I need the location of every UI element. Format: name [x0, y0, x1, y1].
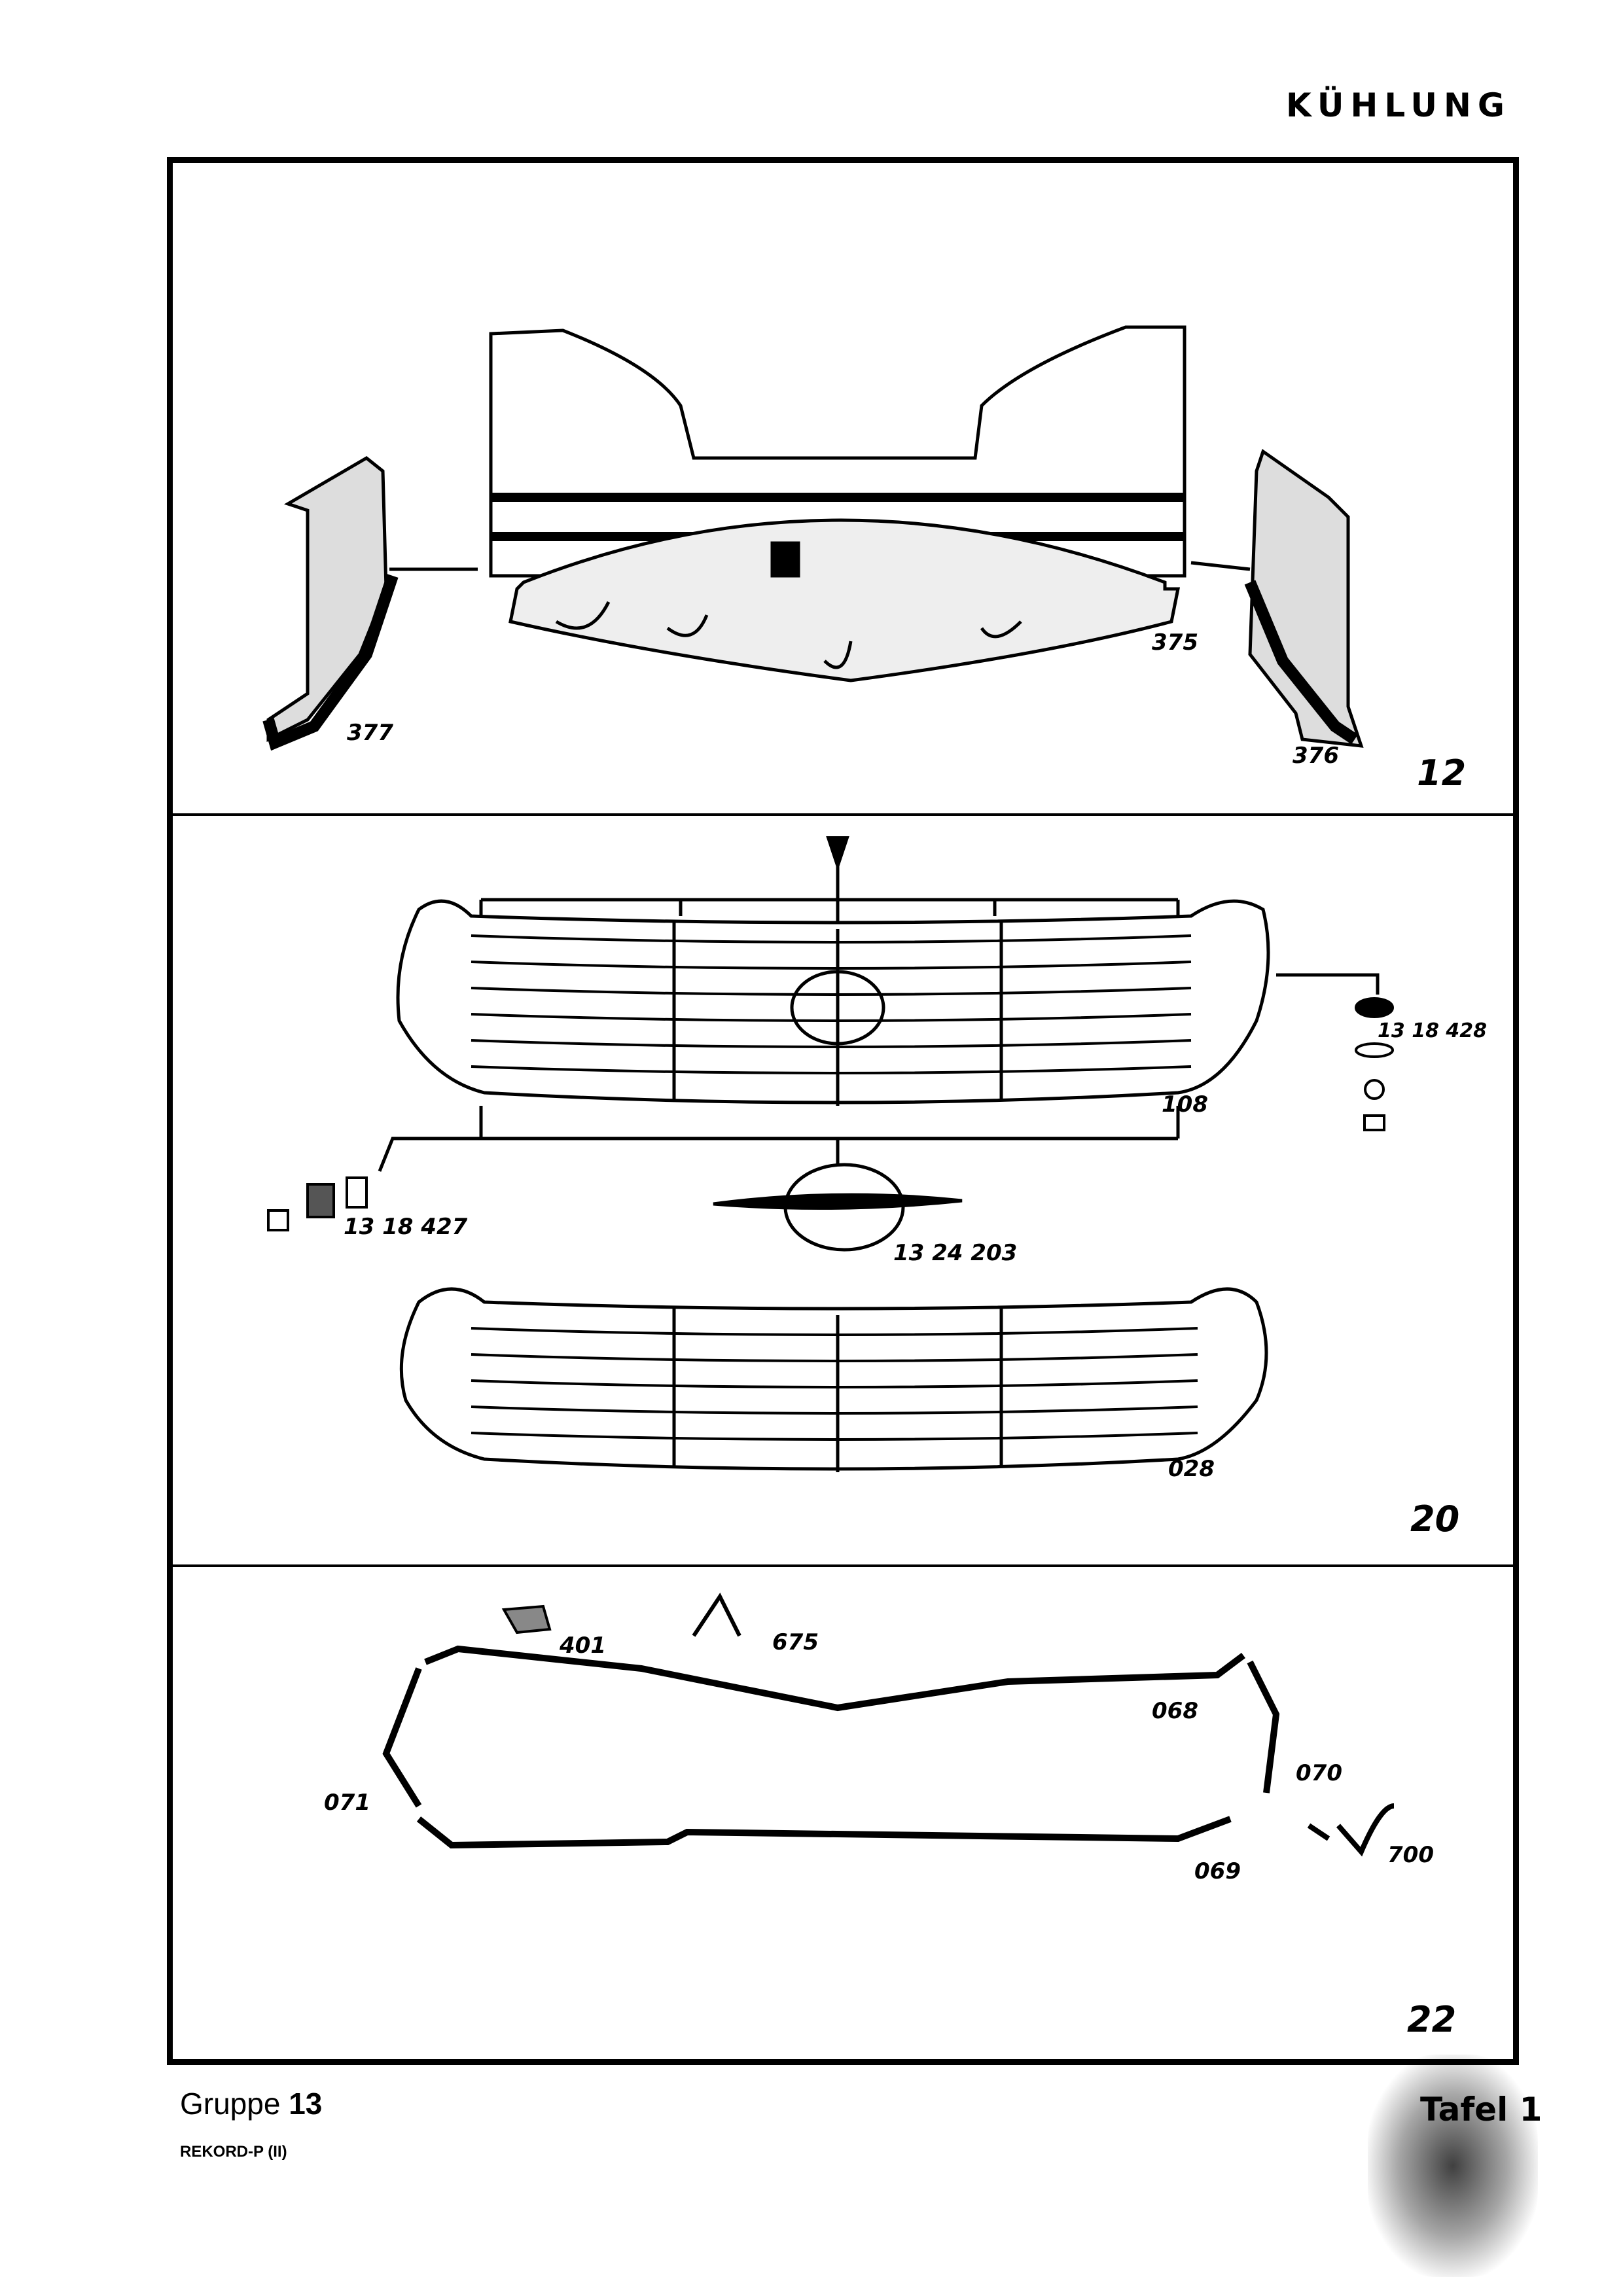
left-bracket-drawing	[262, 455, 478, 751]
scan-stain	[1368, 2055, 1538, 2277]
section-divider	[173, 1564, 1513, 1567]
grille-108-drawing	[378, 844, 1380, 1172]
section-divider	[173, 813, 1513, 816]
figure-number: 22	[1407, 1999, 1457, 2040]
group-number: 13	[289, 2087, 323, 2121]
part-label: 375	[1152, 629, 1198, 656]
figure-number: 20	[1410, 1498, 1460, 1540]
figure-number: 12	[1417, 752, 1467, 794]
screw-and-washers-drawing	[267, 836, 1394, 1231]
group-label-text: Gruppe	[180, 2087, 281, 2121]
grille-028-drawing	[399, 1287, 1268, 1472]
radiator-support-panel-drawing	[489, 325, 1186, 682]
part-label: 070	[1296, 1760, 1342, 1786]
emblem-13-24-203-drawing	[713, 1163, 963, 1252]
part-label: 700	[1387, 1842, 1434, 1868]
trim-strips-drawing	[382, 1593, 1395, 1857]
part-label: 068	[1152, 1698, 1198, 1724]
group-label: Gruppe 13	[180, 2086, 322, 2121]
model-label: REKORD-P (II)	[180, 2143, 287, 2161]
part-label: 376	[1293, 743, 1339, 769]
right-bracket-drawing	[1190, 449, 1364, 748]
part-label: 13 24 203	[893, 1240, 1018, 1266]
part-label: 377	[347, 720, 393, 746]
part-label: 675	[772, 1629, 819, 1655]
part-label: 13 18 428	[1378, 1019, 1488, 1042]
part-label: 069	[1194, 1858, 1241, 1884]
section-title: KÜHLUNG	[1286, 86, 1511, 124]
part-label: 13 18 427	[344, 1214, 468, 1240]
part-label: 108	[1162, 1091, 1208, 1118]
illustration-frame	[167, 157, 1519, 2065]
part-label: 071	[324, 1790, 370, 1816]
part-label: 401	[560, 1633, 606, 1659]
part-label: 028	[1168, 1456, 1215, 1482]
plate-label: Tafel 1	[1420, 2091, 1543, 2128]
